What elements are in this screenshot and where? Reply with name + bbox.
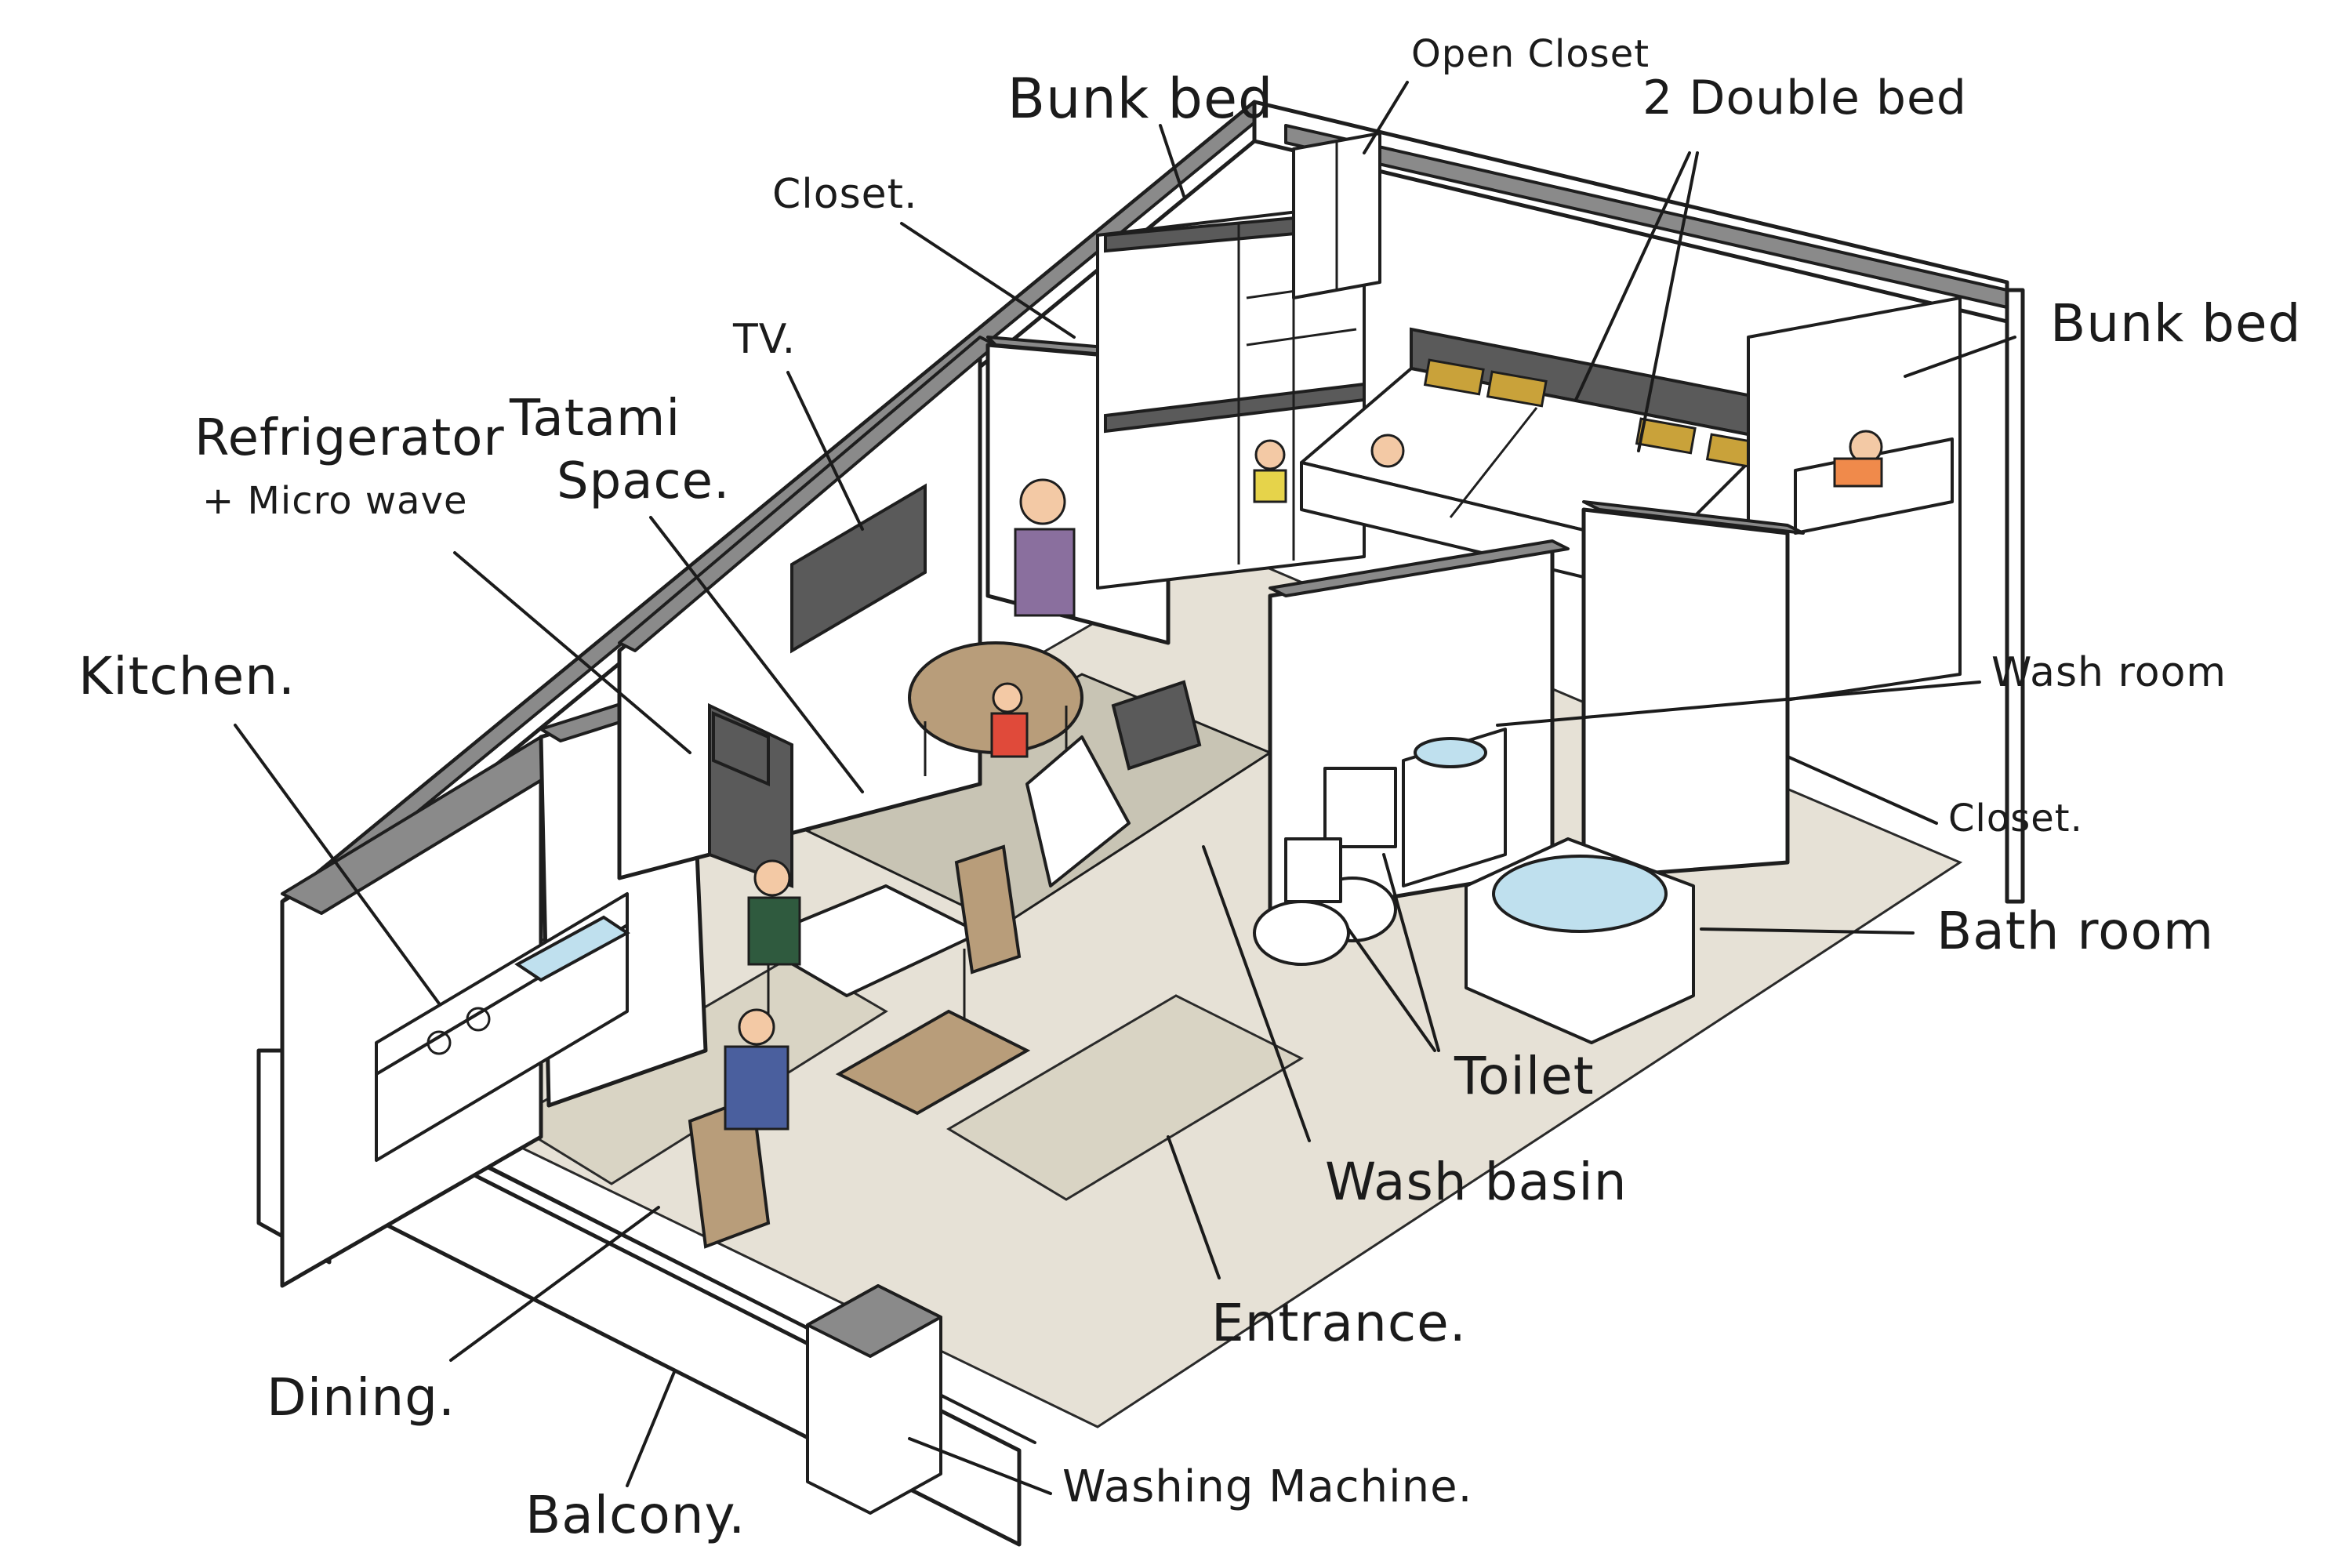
label-two-double-bed: 2 Double bed [1642,71,1967,125]
label-bunk-bed-right: Bunk bed [2050,293,2302,354]
washing-machine [806,1284,942,1515]
label-closet-top: Closet. [772,171,918,218]
label-toilet: Toilet [1454,1046,1595,1106]
leader-balcony [626,1370,676,1487]
kitchen-counter [375,892,630,1162]
wash-room-block [1253,500,1805,1044]
child-figure [1254,439,1286,470]
leader-double-bed-2 [1637,151,1699,452]
double-beds [1300,327,1773,597]
label-washing-machine: Washing Machine. [1062,1461,1472,1512]
leader-bunk-bed-left [1159,124,1185,198]
label-wash-basin: Wash basin [1325,1152,1628,1212]
leader-kitchen [234,724,441,1005]
tatami-table [908,478,1202,887]
entrance-floor [946,994,1305,1201]
grandpa-figure [753,859,791,897]
label-kitchen: Kitchen. [78,646,296,706]
leader-refrigerator [453,551,691,754]
label-tv: TV. [732,316,796,363]
label-open-closet: Open Closet [1411,32,1650,76]
leader-washing-machine [908,1437,1052,1495]
stove-burner [426,1030,452,1055]
leader-dining [449,1206,660,1362]
label-wash-room: Wash room [1991,649,2227,696]
bathtub-water [1492,855,1668,933]
stove-burner [466,1007,491,1032]
label-bathroom: Bath room [1936,901,2214,961]
leader-open-closet [1363,81,1409,154]
dining-set [688,844,1031,1249]
open-closet [1292,132,1381,299]
leader-entrance [1167,1135,1221,1279]
grandma-figure [1019,478,1066,525]
man-figure [738,1008,775,1046]
label-tatami-line2: Space. [557,452,730,510]
leader-lines [234,81,2016,1495]
leader-toilet-1 [1347,927,1436,1052]
label-balcony: Balcony. [525,1485,746,1545]
label-bunk-bed-left: Bunk bed [1007,67,1273,131]
label-tatami-line1: Tatami [509,390,681,448]
label-dining: Dining. [267,1367,456,1428]
tv-set [790,483,927,654]
leader-double-bed-1 [1574,151,1691,401]
leader-closet-right [1786,755,1938,825]
leader-bunk-bed-right [1904,336,2016,378]
child-figure-bed [1370,434,1405,468]
leader-closet-top [900,222,1076,339]
label-microwave: + Micro wave [202,479,468,523]
label-entrance: Entrance. [1211,1293,1467,1353]
leader-wash-room [1496,681,1981,727]
leader-tatami [649,516,864,793]
leader-wash-basin [1202,845,1311,1142]
refrigerator [708,702,793,888]
leader-tv [786,371,864,531]
child-at-table [992,682,1023,713]
leader-bathroom [1700,927,1915,935]
label-closet-right: Closet. [1948,797,2083,840]
toilet-fixtures [1253,767,1397,966]
label-refrigerator: Refrigerator [194,409,505,467]
room-labels: Bunk bed Open Closet 2 Double bed Bunk b… [78,32,2302,1545]
leader-toilet-2 [1382,853,1440,1052]
